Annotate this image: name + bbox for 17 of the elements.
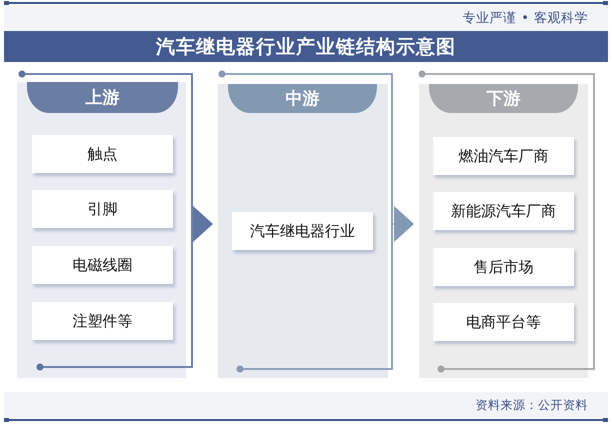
title-banner: 汽车继电器行业产业链结构示意图	[4, 31, 608, 62]
stage-header: 中游	[228, 84, 377, 113]
stage-header: 上游	[27, 82, 178, 113]
segment-card: 电商平台等	[433, 303, 574, 341]
stage-header: 下游	[429, 84, 578, 113]
segment-card: 电磁线圈	[32, 246, 173, 284]
segment-card: 引脚	[32, 190, 173, 228]
arrow	[392, 206, 414, 242]
arrow	[192, 206, 213, 242]
segment-card: 汽车继电器行业	[232, 212, 373, 250]
segment-card: 注塑件等	[32, 302, 173, 340]
segment-card: 售后市场	[433, 248, 574, 286]
segment-card: 燃油汽车厂商	[433, 137, 574, 175]
slogan-text: 专业严谨 • 客观科学	[462, 10, 588, 27]
segment-card: 触点	[32, 135, 173, 173]
segment-card: 新能源汽车厂商	[433, 192, 574, 230]
source-note: 资料来源：公开资料	[476, 396, 588, 414]
